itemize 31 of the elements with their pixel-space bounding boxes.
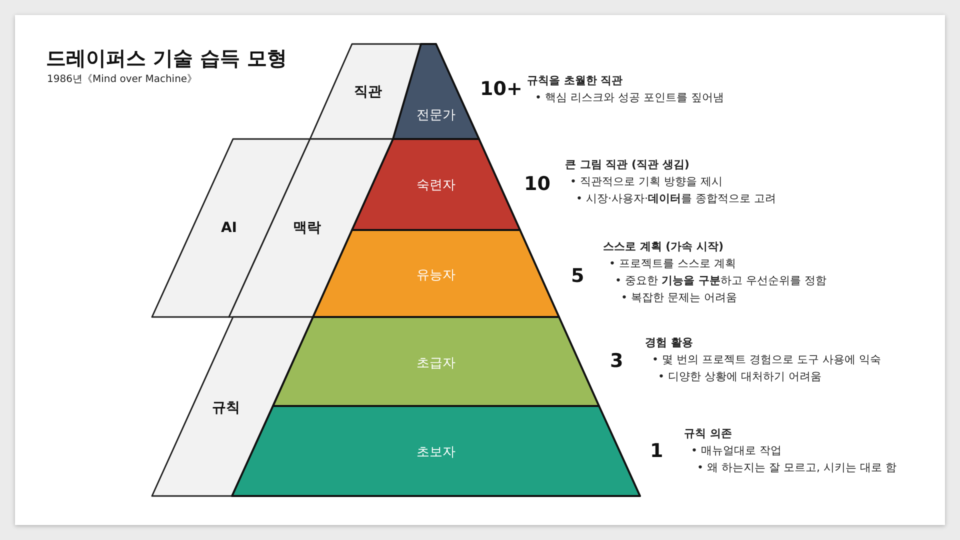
bullet-item: • 디양한 상황에 대처하기 어려움 [658,369,822,385]
bullet-item: • 중요한 기능을 구분하고 우선순위를 정함 [615,273,826,289]
level-heading: 규칙을 초월한 직관 [527,73,623,89]
level-heading: 큰 그림 직관 (직관 생김) [565,157,690,173]
level-number: 3 [610,350,624,372]
bullet-item: • 직관적으로 기획 방향을 제시 [570,174,722,190]
level-number: 5 [571,265,584,287]
band-label: 맥락 [293,219,321,237]
level-number: 10 [524,173,550,195]
bullet-item: • 왜 하는지는 잘 모르고, 시키는 대로 함 [697,460,896,476]
bullet-item: • 몇 번의 프로젝트 경험으로 도구 사용에 익숙 [652,352,881,368]
tier-label: 전문가 [416,107,456,124]
level-heading: 경험 활용 [645,335,693,351]
bullet-item: • 복잡한 문제는 어려움 [621,290,737,306]
diagram-title: 드레이퍼스 기술 습득 모형 [46,45,287,72]
bullet-item: • 시장·사용자·데이터를 종합적으로 고려 [576,191,776,207]
level-number: 10+ [480,78,522,100]
tier-label: 초급자 [416,355,456,372]
level-heading: 스스로 계획 (가속 시작) [603,239,724,255]
tier-label: 유능자 [416,267,456,284]
band-label: 규칙 [212,399,240,417]
bullet-item: • 매뉴얼대로 작업 [691,443,782,459]
bullet-item: • 프로젝트를 스스로 계획 [609,256,736,272]
level-heading: 규칙 의존 [684,426,732,442]
tier-label: 숙련자 [416,177,456,194]
band-label: AI [220,220,238,236]
level-number: 1 [650,440,664,462]
bullet-item: • 핵심 리스크와 성공 포인트를 짚어냄 [535,90,724,106]
band-label: 직관 [354,83,382,101]
caption: 1986년《Mind over Machine》 [47,73,198,86]
tier-label: 초보자 [416,444,456,461]
